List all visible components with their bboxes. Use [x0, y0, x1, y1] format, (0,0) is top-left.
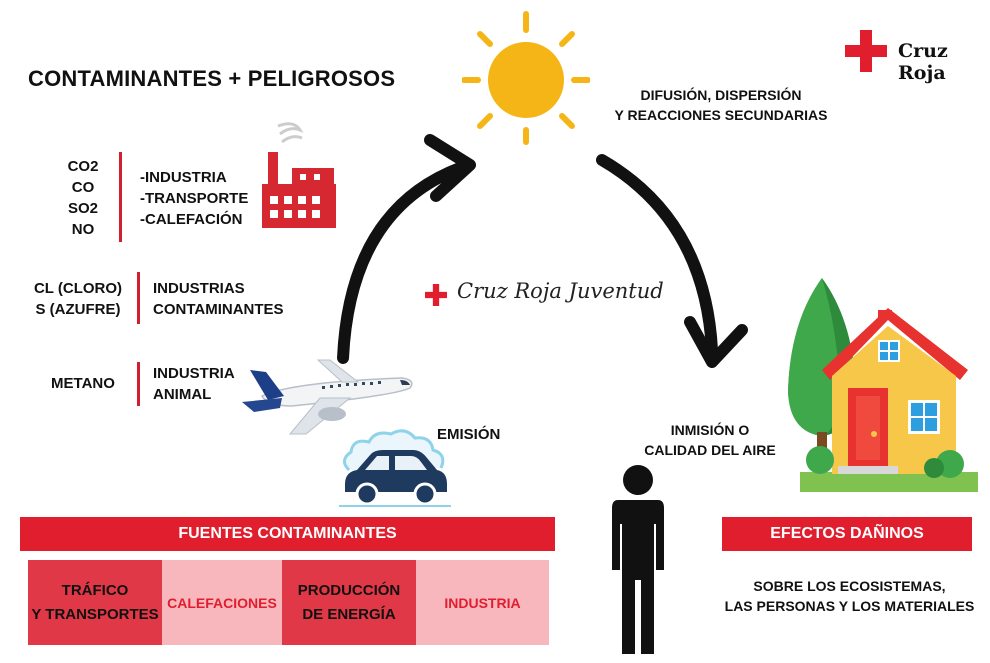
- effects-banner: EFECTOS DAÑINOS: [722, 517, 972, 551]
- divider: [137, 272, 140, 324]
- page-title: CONTAMINANTES + PELIGROSOS: [28, 66, 396, 91]
- red-cross-icon: [425, 284, 447, 311]
- source-list-1: -INDUSTRIA -TRANSPORTE -CALEFACIÓN: [140, 169, 249, 228]
- effects-description: SOBRE LOS ECOSISTEMAS, LAS PERSONAS Y LO…: [724, 578, 975, 614]
- brand-youth: Cruz Roja Juventud: [457, 279, 664, 303]
- car-icon: [335, 428, 455, 515]
- emission-label: EMISIÓN: [437, 426, 501, 443]
- source-list-2: INDUSTRIAS CONTAMINANTES: [153, 280, 284, 318]
- factory-icon: [258, 112, 338, 235]
- pollutant-list-2: CL (CLORO) S (AZUFRE): [33, 280, 123, 318]
- sources-banner: FUENTES CONTAMINANTES: [20, 517, 555, 551]
- airplane-icon: [232, 352, 417, 442]
- house-icon: [800, 300, 980, 500]
- immission-label: INMISIÓN O CALIDAD DEL AIRE: [644, 422, 776, 458]
- source-industry: INDUSTRIA: [416, 560, 549, 645]
- divider: [137, 362, 140, 406]
- pollutant-list-1: CO2 CO SO2 NO: [67, 158, 99, 238]
- source-heating: CALEFACIONES: [162, 560, 282, 645]
- diffusion-label: DIFUSIÓN, DISPERSIÓN Y REACCIONES SECUND…: [614, 87, 828, 123]
- sun-icon: [461, 10, 591, 150]
- red-cross-icon: [845, 30, 887, 77]
- person-icon: [606, 462, 670, 663]
- divider: [119, 152, 122, 242]
- brand-name: Cruz Roja: [898, 40, 948, 84]
- pollutant-list-3: METANO: [51, 375, 115, 392]
- source-list-3: INDUSTRIA ANIMAL: [153, 365, 235, 403]
